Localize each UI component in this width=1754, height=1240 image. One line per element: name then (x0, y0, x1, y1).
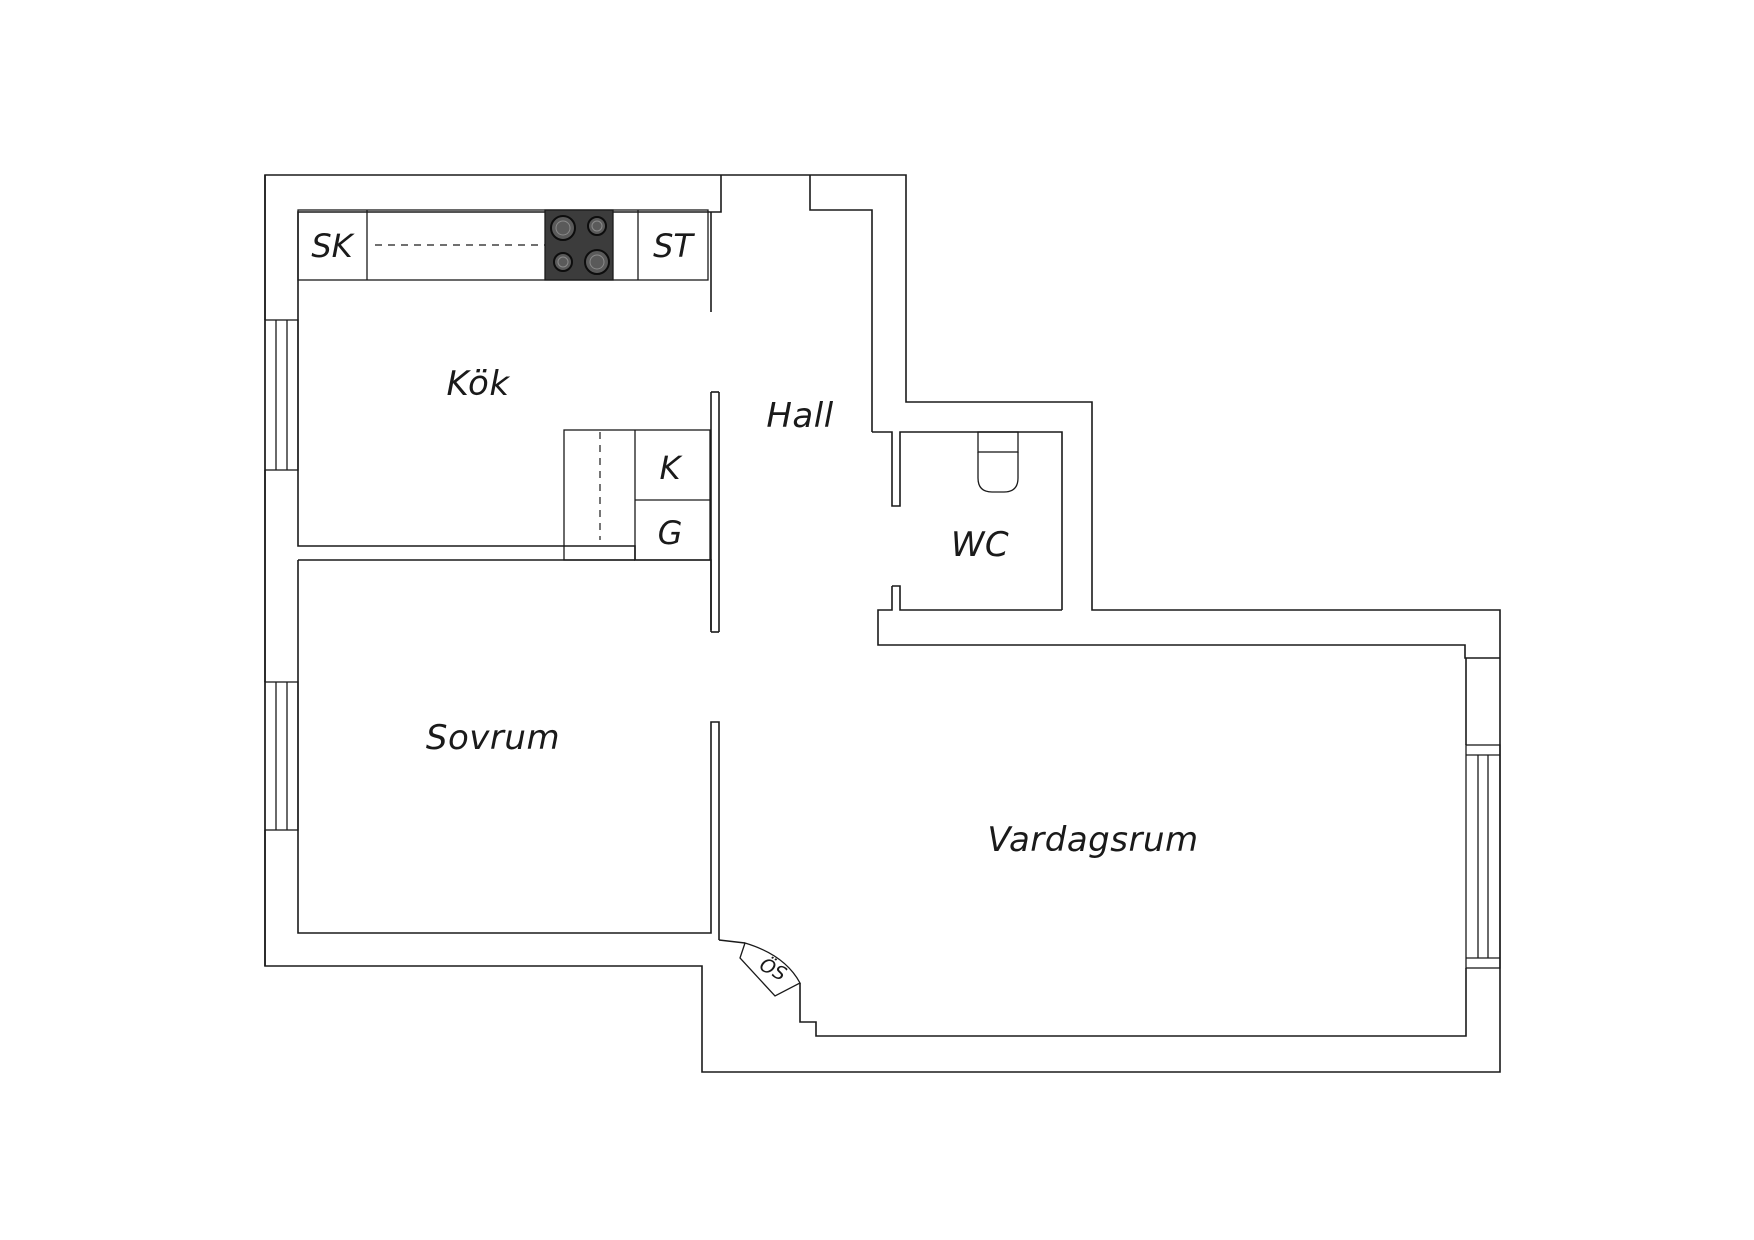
label-freezer: G (658, 514, 683, 552)
toilet-icon (977, 431, 1019, 493)
room-label-sovrum: Sovrum (426, 718, 560, 758)
room-label-hall: Hall (766, 396, 833, 436)
room-label-wc: WC (951, 525, 1009, 565)
window-bedroom (264, 681, 299, 831)
room-label-vardagsrum: Vardagsrum (987, 820, 1198, 860)
window-kitchen (264, 319, 299, 471)
label-fridge: K (660, 449, 684, 487)
living-inner-wall (718, 939, 1467, 1037)
room-label-kok: Kök (446, 364, 510, 404)
wc-left-upper (872, 431, 1063, 610)
hall-corner (877, 586, 1500, 659)
outer-wall (264, 174, 1501, 1073)
label-sink: SK (311, 227, 355, 265)
stove-icon (544, 209, 614, 281)
closet-os (739, 942, 801, 997)
window-living (1465, 744, 1501, 969)
hall-wall-top (809, 175, 873, 402)
label-stove-cabinet: ST (653, 227, 695, 265)
kitchen-counter (297, 209, 709, 281)
wc-left-lower (892, 585, 1062, 611)
fridge-freezer-unit (563, 429, 711, 561)
